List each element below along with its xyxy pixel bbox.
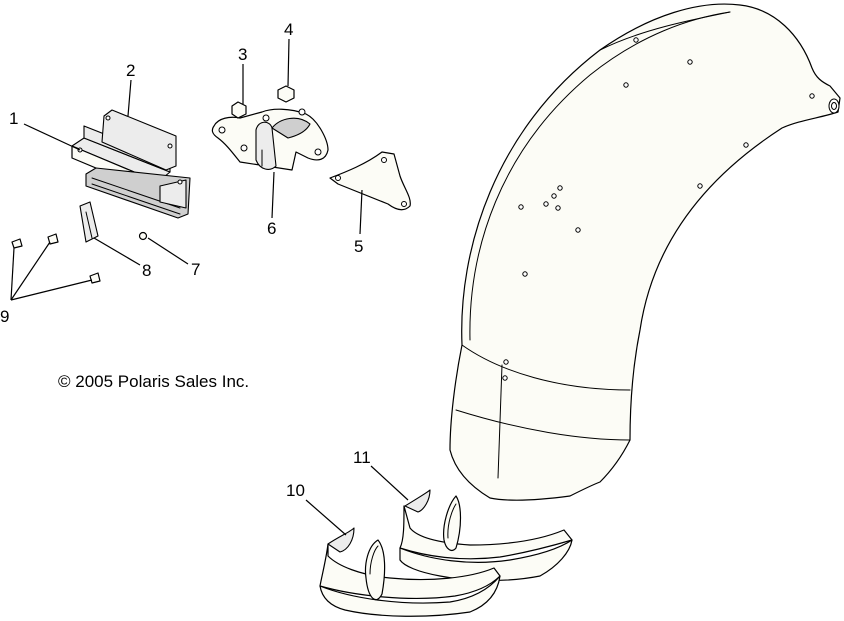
mounting-plate-2: [101, 109, 177, 171]
mud-flap-11: [399, 489, 573, 582]
screws-9: [11, 233, 101, 284]
bolt-4: [277, 85, 295, 103]
mud-flap-10: [319, 527, 501, 617]
license-light-lens: [85, 167, 191, 219]
callout-3: 3: [238, 45, 247, 64]
rear-fender: [449, 3, 841, 501]
callout-4: 4: [284, 20, 293, 39]
leader-lines: [10, 38, 409, 536]
callout-5: 5: [354, 237, 363, 256]
callout-9: 9: [0, 307, 9, 326]
callout-2: 2: [126, 61, 135, 80]
light-bar-8: [79, 201, 99, 243]
side-bracket-5: [329, 151, 411, 211]
callout-6: 6: [267, 219, 276, 238]
callout-10: 10: [286, 481, 305, 500]
callout-1: 1: [9, 109, 18, 128]
nut-3: [231, 101, 247, 119]
fender-bracket-6: [211, 108, 329, 171]
callout-7: 7: [191, 260, 200, 279]
copyright-notice: © 2005 Polaris Sales Inc.: [58, 372, 249, 391]
callout-8: 8: [142, 261, 151, 280]
callout-labels: 1 2 3 4 5 6 7 8 9 10 11: [0, 20, 371, 500]
callout-11: 11: [353, 448, 371, 467]
nut-7: [138, 231, 148, 241]
